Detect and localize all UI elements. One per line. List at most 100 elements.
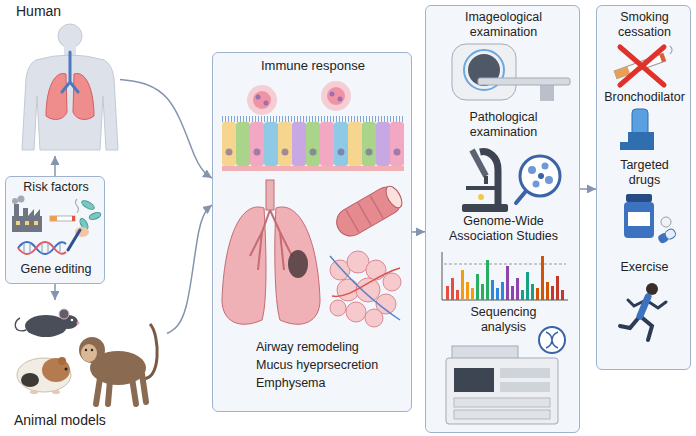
manhattan-plot-part	[511, 286, 514, 300]
manhattan-plot-part	[486, 260, 489, 300]
text-slot: Mucus hyeprsecretion	[256, 358, 406, 373]
flow-arrow	[54, 284, 56, 300]
manhattan-plot-part	[526, 272, 529, 300]
airway-epithelium-part	[292, 122, 306, 166]
airway-epithelium-part	[394, 149, 401, 156]
microscope-icon-part	[462, 204, 508, 212]
sequencer-icon-part	[454, 410, 550, 419]
mouse-figure-part	[71, 319, 74, 322]
sequencer-icon-part	[446, 358, 558, 424]
human-figure-part	[58, 24, 82, 48]
manhattan-plot-part	[471, 288, 474, 300]
node-label: Pathological examination	[454, 110, 554, 140]
monkey-figure-part	[85, 349, 87, 351]
immune-cells-part	[253, 91, 271, 109]
alveoli-figure-part	[365, 309, 383, 327]
node-label: Human	[16, 3, 86, 20]
immune-cells-part	[327, 87, 345, 105]
manhattan-plot-part	[546, 282, 549, 300]
manhattan-plot-part	[521, 290, 524, 300]
alveoli-figure-part	[330, 300, 346, 316]
microscope-icon-part	[484, 176, 488, 184]
guinea-pig-figure-part	[21, 373, 39, 387]
immune-cells-part	[321, 81, 351, 111]
cigarette-icon-part	[50, 216, 57, 221]
magnified-cells-icon-part	[520, 156, 560, 196]
text-slot: Bronchodilator	[600, 90, 690, 105]
pill-bottle-icon-part	[661, 217, 671, 227]
text-slot: Pathological examination	[454, 110, 554, 140]
manhattan-plot-part	[481, 284, 484, 300]
sequencer-icon-part	[500, 368, 550, 378]
text-slot: Smoking cessation	[605, 10, 685, 40]
factory-icon-part	[12, 198, 18, 204]
airway-epithelium-part	[222, 122, 236, 166]
manhattan-plot-part	[556, 276, 559, 300]
factory-icon-part	[23, 208, 28, 216]
manhattan-plot-part	[446, 286, 449, 300]
node-label: Risk factors	[6, 180, 106, 195]
alveoli-figure-part	[366, 260, 386, 280]
immune-cells-part	[247, 85, 277, 115]
node-label: Sequencing analysis	[459, 305, 549, 335]
human-figure-part	[73, 73, 94, 119]
airway-epithelium-part	[310, 149, 317, 156]
human-figure	[22, 24, 118, 150]
airway-epithelium-part	[366, 149, 373, 156]
text-slot: Gene editing	[6, 262, 106, 277]
text-slot: Exercise	[600, 260, 690, 275]
magnified-cells-icon-part	[538, 173, 544, 179]
manhattan-plot-part	[451, 278, 454, 300]
guinea-pig-figure-part	[42, 358, 70, 382]
text-slot: Risk factors	[6, 180, 106, 195]
manhattan-plot-part	[461, 270, 464, 300]
airway-epithelium	[222, 119, 404, 171]
sequencer-icon-part	[454, 368, 494, 392]
text-slot: Airway remodeling	[256, 340, 406, 355]
manhattan-plot-part	[561, 290, 564, 300]
immune-cells-part	[338, 97, 343, 102]
airway-epithelium-part	[282, 149, 289, 156]
monkey-figure-part	[81, 344, 97, 362]
sequencer-icon-part	[454, 398, 550, 407]
manhattan-plot-part	[466, 282, 469, 300]
text-slot: Genome-Wide Association Studies	[444, 214, 564, 244]
sequencer-icon-part	[500, 382, 550, 392]
cigarette-icon-part	[72, 216, 75, 221]
guinea-pig-figure-part	[17, 358, 71, 392]
manhattan-plot-part	[491, 280, 494, 300]
human-figure-part	[46, 73, 67, 119]
text-slot: Human	[16, 3, 86, 20]
pill-bottle-icon-part	[624, 202, 654, 238]
immune-cells-part	[256, 95, 261, 100]
magnified-cells-icon-part	[533, 181, 540, 188]
factory-icon-part	[12, 216, 42, 232]
node-label: Smoking cessation	[605, 10, 685, 40]
manhattan-plot-part	[506, 266, 509, 300]
airway-epithelium-part	[236, 122, 250, 166]
mouse-figure-part	[77, 322, 80, 325]
factory-icon-part	[16, 221, 20, 225]
text-slot: Targeted drugs	[610, 158, 680, 188]
pill-bottle-icon-part	[628, 212, 650, 226]
manhattan-plot-part	[516, 278, 519, 300]
airway-epithelium-part	[306, 122, 320, 166]
factory-icon-part	[25, 221, 29, 225]
text-slot: Immune response	[213, 58, 413, 74]
alveoli-figure-part	[356, 278, 380, 302]
monkey-figure	[79, 324, 157, 404]
text-slot: Imageological examination	[454, 10, 554, 40]
manhattan-plot-part	[536, 288, 539, 300]
airway-epithelium-part	[320, 122, 334, 166]
ct-scanner-icon-part	[540, 85, 554, 101]
mouse-figure	[15, 309, 79, 337]
alveoli-figure-part	[383, 273, 401, 291]
sequencer-icon-part	[539, 327, 565, 353]
airway-epithelium-part	[334, 122, 348, 166]
airway-epithelium-part	[250, 122, 264, 166]
guinea-pig-figure-part	[30, 390, 38, 394]
mouse-figure-part	[15, 318, 26, 331]
flow-arrow	[412, 231, 425, 233]
manhattan-plot-part	[496, 288, 499, 300]
node-label: Emphysema	[256, 376, 406, 391]
